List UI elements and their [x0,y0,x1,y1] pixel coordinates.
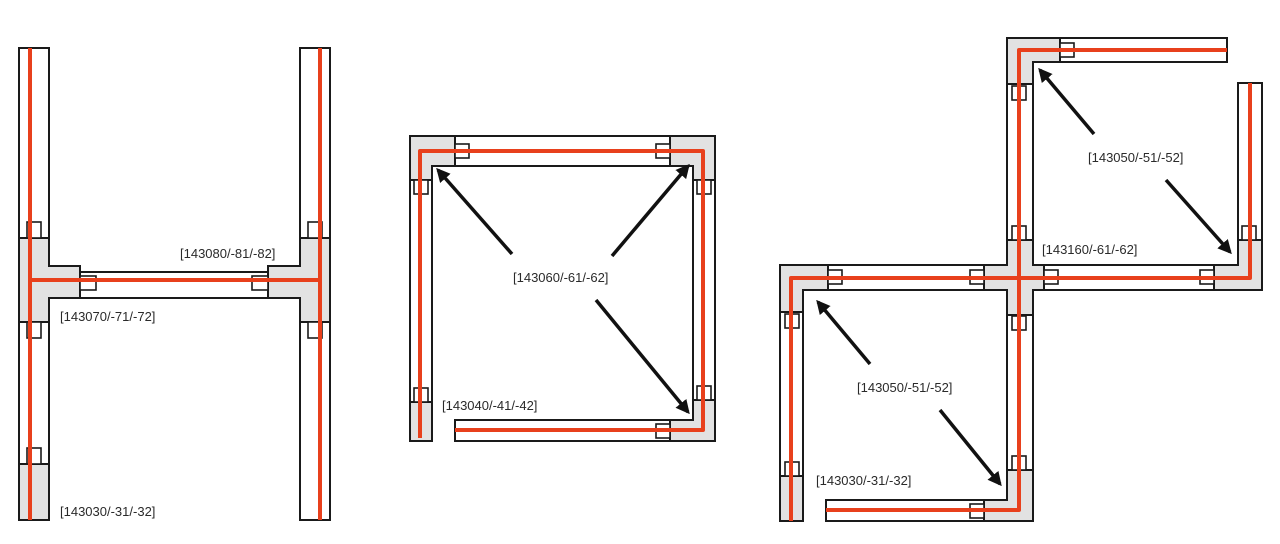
arrow [610,163,690,258]
upper-corners-label: [143050/-51/-52] [1088,150,1183,165]
corner-connector-upper-right [1213,239,1263,291]
arrow [436,167,514,256]
corner-connector-top-left [409,135,456,181]
corner-connector-upper-top-left [1006,37,1061,85]
bottom-corner-label: [143030/-31/-32] [816,473,911,488]
wire [1017,48,1227,278]
bottom-connector [18,463,50,521]
arrow [594,298,690,415]
square-frame: [143060/-61/-62] [143040/-41/-42] [409,135,716,442]
arrow [1164,178,1232,255]
arrow [1038,67,1096,136]
wire [418,149,705,438]
bottom-connector-label: [143030/-31/-32] [60,504,155,519]
tee-label: [143070/-71/-72] [60,309,155,324]
h-frame: [143080/-81/-82] [143070/-71/-72] [14303… [18,47,331,521]
cross-tee-label: [143160/-61/-62] [1042,242,1137,257]
wire [789,276,1021,521]
arrow [816,299,872,366]
lower-corners-label: [143050/-51/-52] [857,380,952,395]
arrow [938,408,1002,487]
corner-connector-bottom-right [669,399,716,442]
stepped-frame: [143050/-51/-52] [143160/-61/-62] [14305… [779,37,1263,522]
corners-label: [143060/-61/-62] [513,270,608,285]
top-rail-label: [143080/-81/-82] [180,246,275,261]
corner-connector-lower-bottom-right [983,469,1034,522]
bottom-corner-label: [143040/-41/-42] [442,398,537,413]
corner-connector-top-right [669,135,716,181]
wire [1019,83,1252,280]
